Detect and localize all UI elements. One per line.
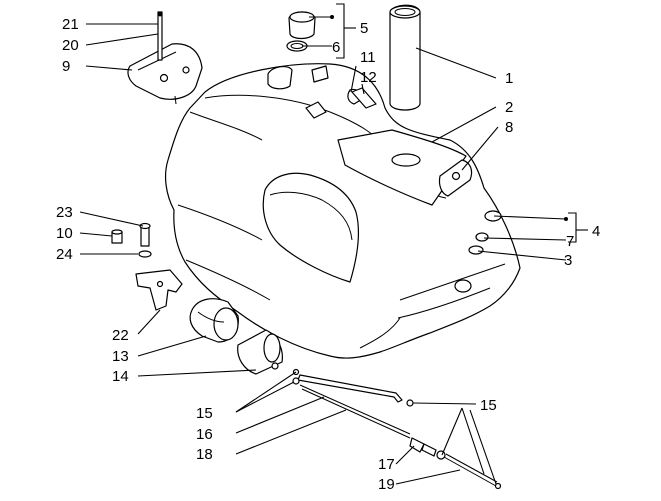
callout-13: 13 xyxy=(112,348,129,365)
callout-7: 7 xyxy=(566,233,574,250)
callout-6: 6 xyxy=(332,39,340,56)
callout-14: 14 xyxy=(112,368,129,385)
callout-1: 1 xyxy=(505,70,513,87)
callout-22: 22 xyxy=(112,327,129,344)
fuel-lines xyxy=(292,368,414,439)
callout-5: 5 xyxy=(360,20,368,37)
fuel-tank xyxy=(164,63,521,359)
leader-lines xyxy=(79,3,588,485)
fuel-pump xyxy=(189,298,283,375)
fuel-cap xyxy=(286,11,316,52)
callout-12: 12 xyxy=(360,69,377,86)
callout-17: 17 xyxy=(378,456,395,473)
callout-10: 10 xyxy=(56,225,73,242)
callout-15-right: 15 xyxy=(480,397,497,414)
callout-3: 3 xyxy=(564,252,572,269)
callout-18: 18 xyxy=(196,446,213,463)
callout-8: 8 xyxy=(505,119,513,136)
callout-21: 21 xyxy=(62,16,79,33)
callout-16: 16 xyxy=(196,426,213,443)
callout-labels: 1 2 3 4 5 6 7 8 9 10 11 12 13 14 15 15 1… xyxy=(56,16,600,493)
callout-4: 4 xyxy=(592,223,600,240)
sensor-cable xyxy=(409,437,502,490)
bolt-set xyxy=(111,222,152,258)
expansion-tank xyxy=(127,11,203,105)
callout-2: 2 xyxy=(505,99,513,116)
callout-11: 11 xyxy=(360,49,376,66)
callout-15-left: 15 xyxy=(196,405,213,422)
clip-parts xyxy=(351,87,377,109)
bracket xyxy=(135,269,183,311)
callout-9: 9 xyxy=(62,58,70,75)
callout-24: 24 xyxy=(56,246,73,263)
filler-neck xyxy=(389,4,421,111)
callout-23: 23 xyxy=(56,204,73,221)
callout-20: 20 xyxy=(62,37,79,54)
callout-19: 19 xyxy=(378,476,395,493)
